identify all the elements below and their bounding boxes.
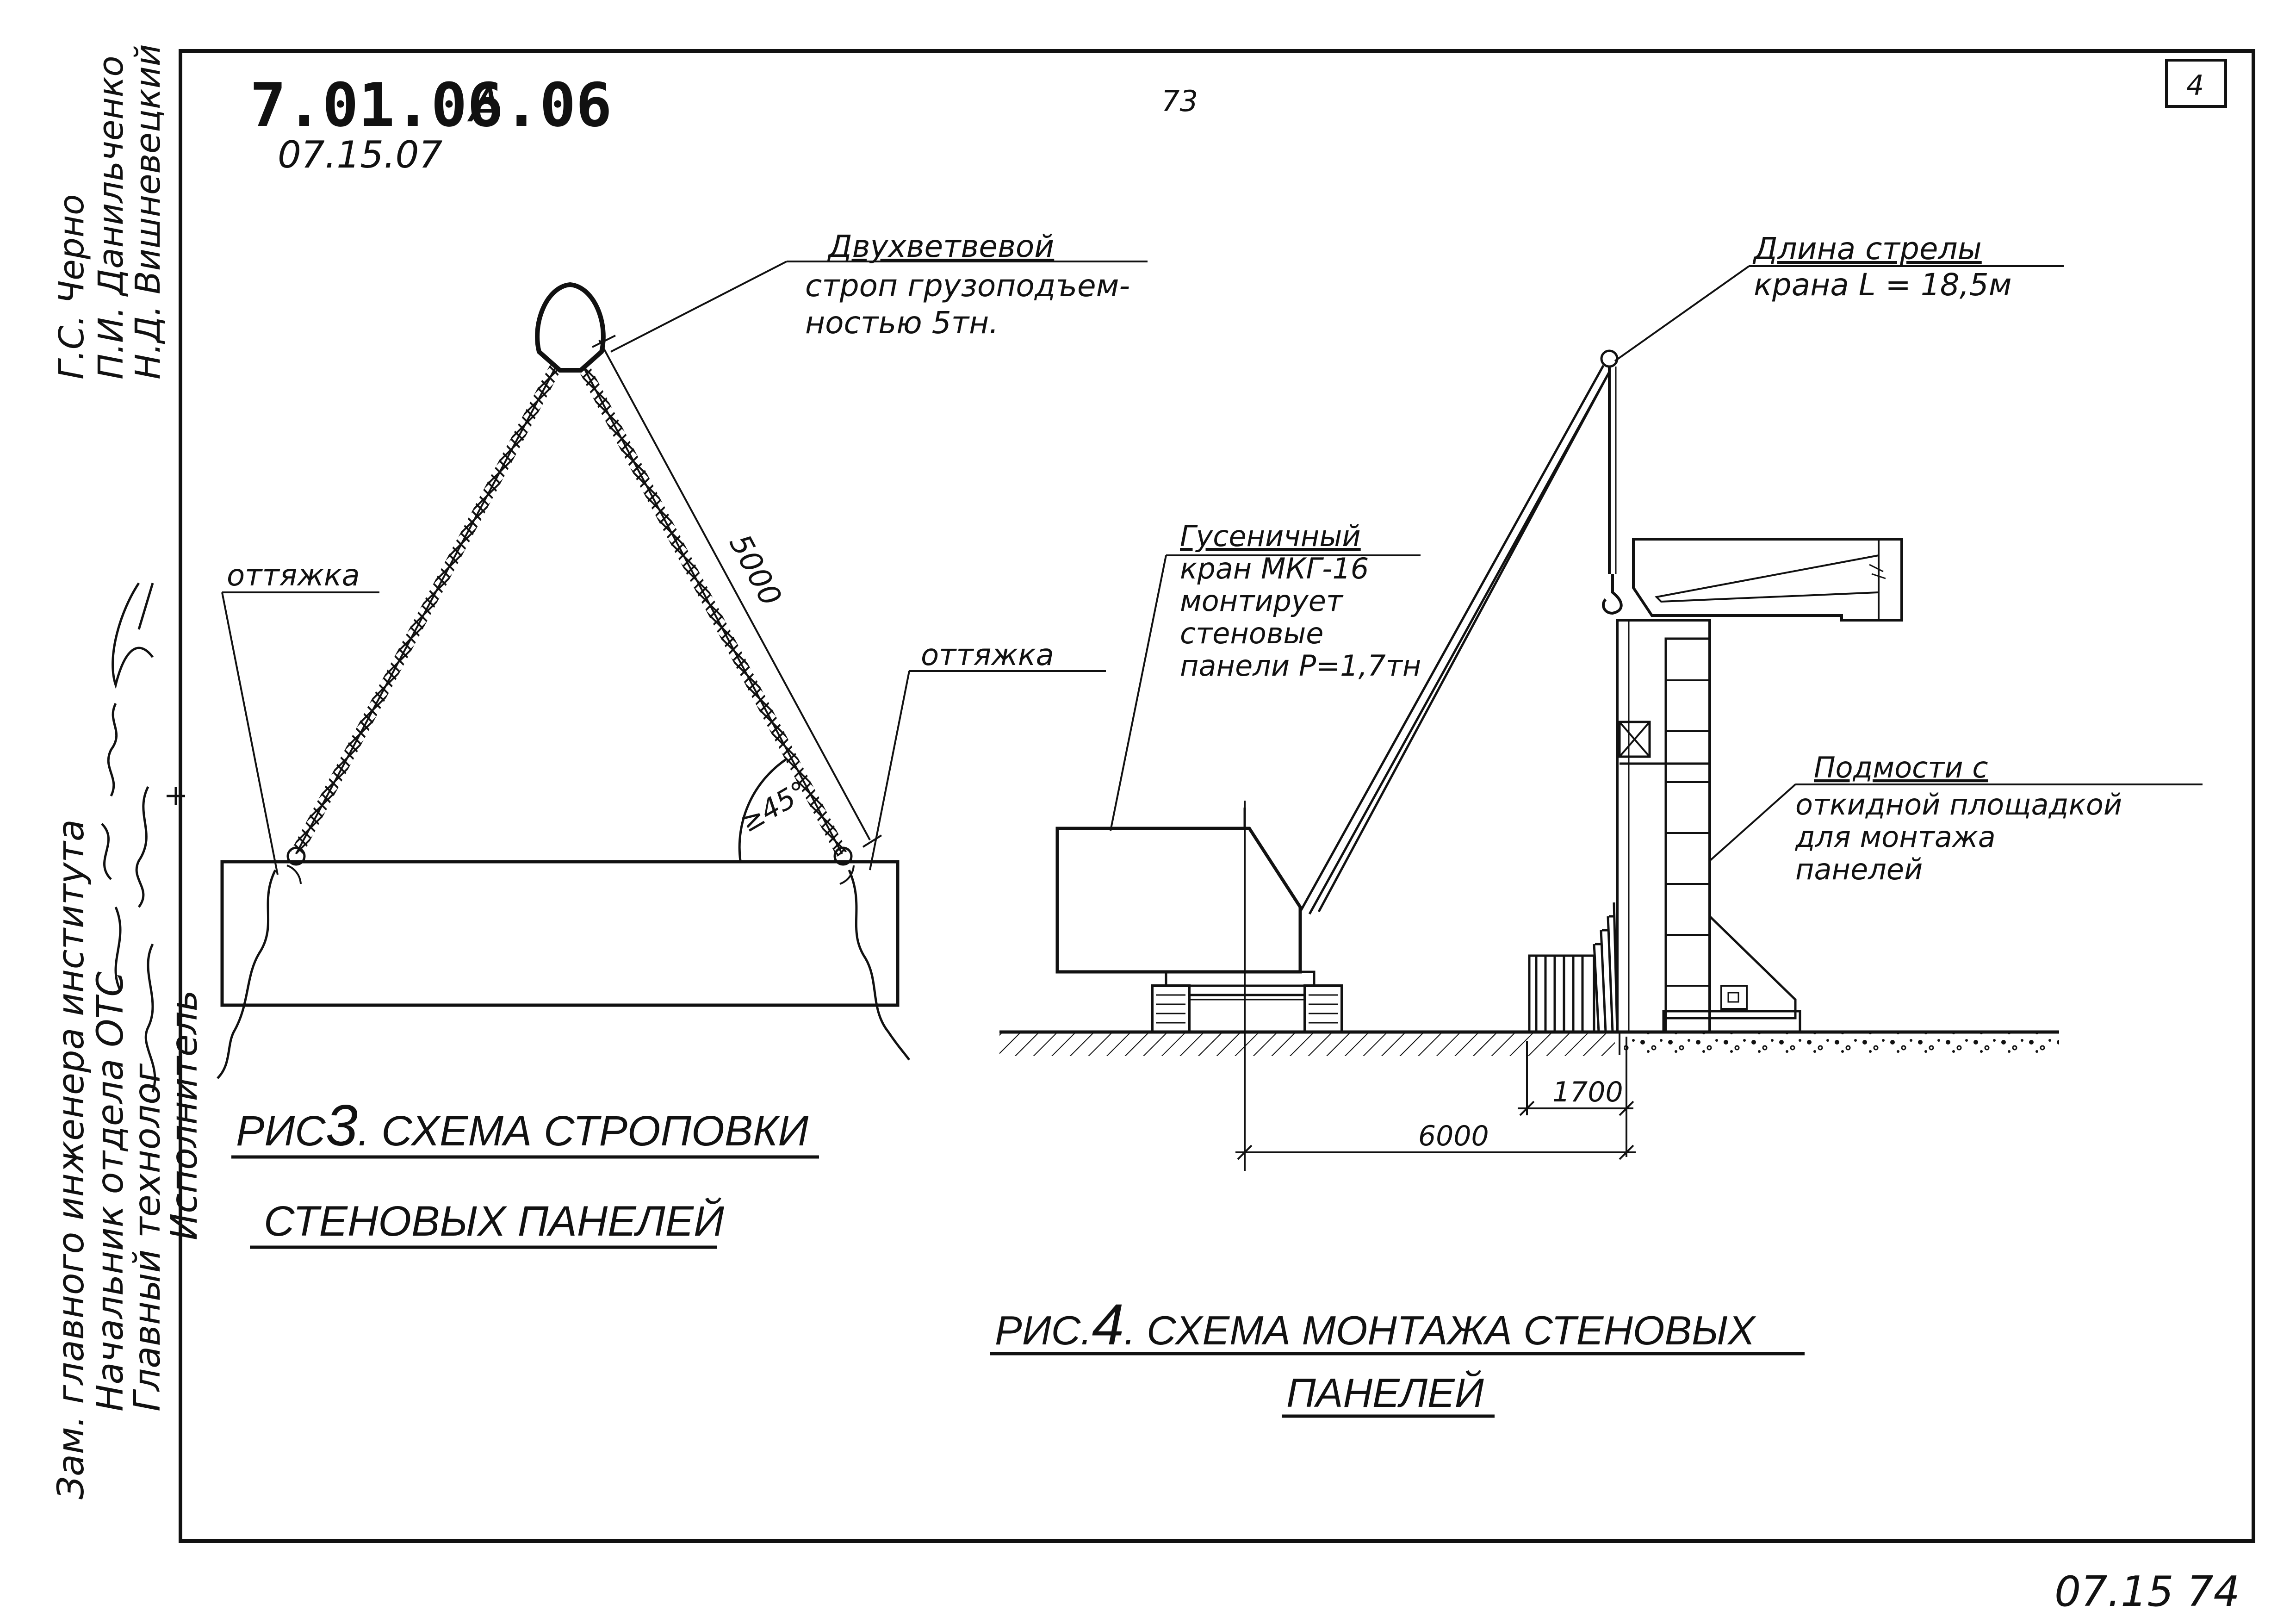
role-3: Главный технолог: [127, 1063, 168, 1412]
page-number: 73: [1161, 84, 1198, 118]
angle-label: ≥45°: [735, 775, 814, 839]
dim-6000: 6000: [1418, 1120, 1489, 1152]
boom-label-2: крана L = 18,5м: [1754, 267, 2012, 303]
corner-number: 4: [2186, 69, 2204, 102]
crane-label-3: монтирует: [1180, 584, 1344, 618]
figure-4-mounting-scheme: 1700 6000 Длина стрелы крана L = 18,5м Г…: [990, 231, 2203, 1418]
scaffold-label-4: панелей: [1795, 852, 1923, 886]
figure-3-caption-line-1: РИС3. СХЕМА СТРОПОВКИ: [236, 1094, 808, 1158]
handwritten-signatures: [101, 582, 185, 1093]
sling-label-2: строп грузоподъем-: [805, 268, 1130, 304]
sling-label-1: Двухветвевой: [827, 229, 1054, 264]
boom-head: [1600, 349, 1619, 368]
scaffold-brace: [1709, 915, 1797, 1020]
doc-number: 7.01.06.06: [250, 70, 612, 140]
dim-5000: 5000: [722, 529, 788, 612]
crane-boom: [1299, 365, 1612, 915]
crane-cab: [1055, 827, 1302, 974]
signature-roles: Зам. главного инженера института Начальн…: [50, 44, 205, 1499]
folding-platform: [1618, 721, 1651, 758]
name-1: Г.С. Черно: [52, 194, 92, 379]
ground-hatch: [999, 1033, 1615, 1056]
caption-4-text: . СХЕМА МОНТАЖА СТЕНОВЫХ: [1124, 1307, 1756, 1353]
corner-box: [2165, 59, 2227, 108]
sling-label-3: ностью 5тн.: [805, 305, 999, 341]
boom-label-1: Длина стрелы: [1752, 231, 1982, 267]
figure-4-caption-line-1: РИС.4. СХЕМА МОНТАЖА СТЕНОВЫХ: [995, 1293, 1756, 1357]
sling-leader: [610, 261, 787, 353]
scaffold-label-2: откидной площадкой: [1795, 788, 2122, 821]
angle-arc: [738, 758, 788, 861]
gravel-fill: [1624, 1033, 2059, 1054]
role-4: Исполнитель: [164, 990, 205, 1240]
figure-4-caption-line-2: ПАНЕЛЕЙ: [1286, 1370, 1484, 1416]
crane-label-2: кран МКГ-16: [1180, 552, 1369, 585]
scaffold-label-3: для монтажа: [1795, 820, 1996, 854]
track-right: [1303, 984, 1343, 1033]
crane-label-5: панели P=1,7тн: [1180, 649, 1421, 683]
stacked-panels: [1528, 902, 1619, 1033]
caption-4-prefix: РИС.: [995, 1307, 1092, 1353]
hook-ring: [535, 282, 606, 373]
figure-3-sling-scheme: 5000 ≥45° Двухветвевой строп грузоподъем…: [217, 229, 1148, 1249]
name-2: П.И. Данильченко: [91, 56, 131, 379]
role-1: Зам. главного инженера института: [50, 819, 92, 1499]
footer-code: 07.15 74: [2054, 1567, 2240, 1616]
scaffold-label-1: Подмости с: [1814, 751, 1988, 784]
caption-3-number: 3: [326, 1094, 358, 1158]
guy-rope-right: [848, 869, 910, 1061]
lifted-panel: [1632, 538, 1903, 622]
role-2: Начальник отдела ОТС: [90, 971, 131, 1412]
crane-undercarriage: [1165, 970, 1316, 987]
caption-3-prefix: РИС: [236, 1107, 326, 1155]
crane-hook: [1602, 574, 1623, 615]
caption-3-text: . СХЕМА СТРОПОВКИ: [358, 1107, 808, 1155]
doc-sub: 07.15.07: [278, 133, 442, 176]
dim-1700: 1700: [1552, 1076, 1623, 1108]
caption-4-number: 4: [1092, 1293, 1124, 1357]
crane-label-4: стеновые: [1180, 616, 1323, 650]
crane-label-1: Гусеничный: [1180, 519, 1361, 553]
wall-panel: [220, 860, 900, 1007]
track-left: [1151, 984, 1191, 1033]
scaffold-column: [1664, 637, 1711, 1033]
boom-leader: [1614, 265, 1750, 362]
figure-3-caption-line-2: СТЕНОВЫХ ПАНЕЛЕЙ: [264, 1197, 724, 1245]
guy-rope-left: [217, 869, 277, 1079]
guy-label-left: оттяжка: [227, 559, 360, 593]
guy-label-right: оттяжка: [921, 638, 1054, 672]
doc-suffix: А: [467, 78, 501, 132]
scaffold-frame: [1616, 619, 1711, 1033]
name-3: Н.Д. Вишневецкий: [128, 44, 168, 379]
